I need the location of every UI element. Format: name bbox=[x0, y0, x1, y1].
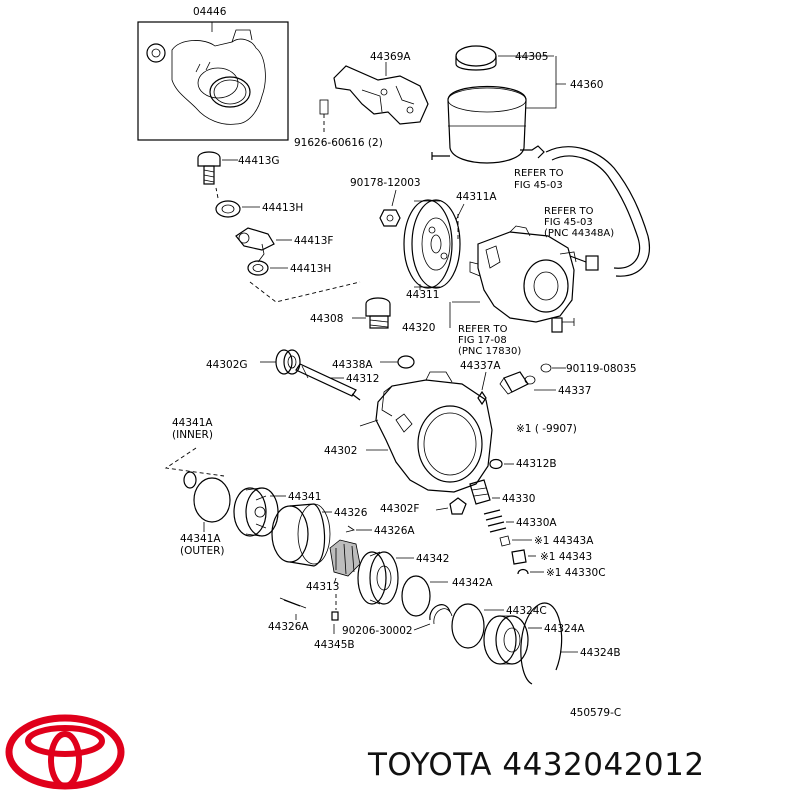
label-44413G: 44413G bbox=[238, 155, 280, 167]
label-44369A: 44369A bbox=[370, 51, 411, 63]
label-44302F: 44302F bbox=[380, 503, 419, 515]
label-44311: 44311 bbox=[406, 289, 439, 301]
refer1-line1: REFER TO bbox=[514, 168, 564, 179]
label-91626-60616: 91626-60616 (2) bbox=[294, 137, 383, 149]
label-44312B: 44312B bbox=[516, 458, 557, 470]
label-90119-08035: 90119-08035 bbox=[566, 363, 637, 375]
figure-code: 450579-C bbox=[570, 707, 621, 719]
refer2-line1: REFER TO bbox=[544, 206, 594, 217]
label-90178-12003: 90178-12003 bbox=[350, 177, 421, 189]
label-44302G: 44302G bbox=[206, 359, 248, 371]
label-04446: 04446 bbox=[193, 6, 227, 18]
union-bolt-parts-illustration bbox=[197, 151, 361, 303]
label-44342A: 44342A bbox=[452, 577, 493, 589]
label-44343A: ※1 44343A bbox=[534, 535, 594, 547]
fitting-44337-illustration bbox=[477, 363, 566, 406]
label-44302: 44302 bbox=[324, 445, 357, 457]
fitting-44308-illustration bbox=[352, 297, 391, 329]
label-44413H-upper: 44413H bbox=[262, 202, 303, 214]
gasket-kit-illustration bbox=[137, 21, 289, 141]
label-44338A: 44338A bbox=[332, 359, 373, 371]
label-44330C: ※1 44330C bbox=[546, 567, 606, 579]
end-cover-illustration bbox=[413, 602, 578, 685]
label-44343: ※1 44343 bbox=[540, 551, 592, 563]
plug-44302F-illustration bbox=[435, 497, 467, 515]
label-44345B: 44345B bbox=[314, 639, 355, 651]
label-44342: 44342 bbox=[416, 553, 449, 565]
label-44360: 44360 bbox=[570, 79, 603, 91]
clip-44312B-illustration bbox=[489, 458, 514, 470]
label-44324B: 44324B bbox=[580, 647, 621, 659]
refer3-line3: (PNC 17830) bbox=[458, 346, 521, 357]
pulley-illustration bbox=[379, 189, 465, 290]
label-44413H-lower: 44413H bbox=[290, 263, 331, 275]
pump-assembly-illustration bbox=[449, 225, 577, 333]
label-44320: 44320 bbox=[402, 322, 435, 334]
label-44341: 44341 bbox=[288, 491, 321, 503]
label-44326A-lower: 44326A bbox=[268, 621, 309, 633]
pump-internals-illustration bbox=[233, 487, 372, 634]
side-plate-44342-illustration bbox=[357, 551, 448, 617]
bracket-illustration bbox=[319, 62, 429, 132]
refer3-line1: REFER TO bbox=[458, 324, 508, 335]
label-44413F: 44413F bbox=[294, 235, 333, 247]
label-44313: 44313 bbox=[306, 581, 339, 593]
label-44326A-upper: 44326A bbox=[374, 525, 415, 537]
label-44324A: 44324A bbox=[544, 623, 585, 635]
note-9907: ※1 ( -9907) bbox=[516, 423, 577, 435]
label-44305: 44305 bbox=[515, 51, 548, 63]
refer2-line3: (PNC 44348A) bbox=[544, 228, 614, 239]
refer3-line2: FIG 17-08 bbox=[458, 335, 507, 346]
refer2-line2: FIG 45-03 bbox=[544, 217, 593, 228]
label-44330: 44330 bbox=[502, 493, 535, 505]
pump-housing-illustration bbox=[359, 371, 493, 493]
label-outer: (OUTER) bbox=[180, 545, 225, 557]
label-44324C: 44324C bbox=[506, 605, 547, 617]
shaft-bearing-illustration bbox=[260, 349, 415, 401]
o-rings-44341A-illustration bbox=[164, 447, 231, 532]
label-inner: (INNER) bbox=[172, 429, 213, 441]
label-44311A: 44311A bbox=[456, 191, 497, 203]
refer1-line2: FIG 45-03 bbox=[514, 180, 563, 191]
reservoir-illustration bbox=[431, 45, 650, 277]
label-90206-30002: 90206-30002 bbox=[342, 625, 413, 637]
label-44326: 44326 bbox=[334, 507, 368, 519]
label-44337: 44337 bbox=[558, 385, 591, 397]
label-44308: 44308 bbox=[310, 313, 343, 325]
label-44330A: 44330A bbox=[516, 517, 557, 529]
brand-caption: TOYOTA 4432042012 bbox=[367, 747, 705, 783]
label-44341A-outer: 44341A bbox=[180, 533, 221, 545]
label-44337A: 44337A bbox=[460, 360, 501, 372]
toyota-logo bbox=[5, 714, 125, 790]
label-44341A-inner: 44341A bbox=[172, 417, 213, 429]
flow-control-valve-illustration bbox=[469, 479, 544, 575]
label-44312: 44312 bbox=[346, 373, 379, 385]
